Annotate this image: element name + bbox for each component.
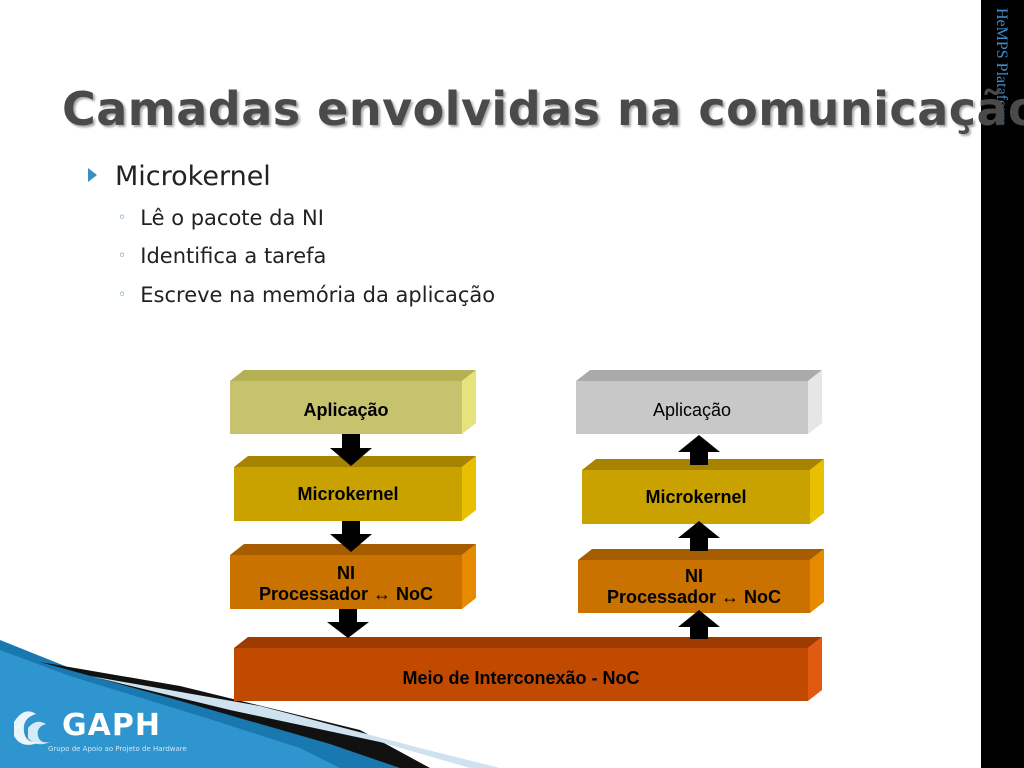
arrow-up-icon bbox=[678, 521, 720, 551]
platform-label: HeMPS Plataform bbox=[993, 8, 1010, 126]
sidebar-bar bbox=[981, 0, 1024, 768]
circle-bullet-icon: ◦ bbox=[118, 287, 127, 303]
left-app-label: Aplicação bbox=[303, 400, 388, 420]
left-microkernel-block: Microkernel bbox=[234, 456, 476, 521]
triangle-bullet-icon bbox=[88, 167, 97, 182]
bullet-sub-2: ◦ Identifica a tarefa bbox=[118, 244, 326, 268]
left-microkernel-label: Microkernel bbox=[297, 484, 398, 504]
right-microkernel-label: Microkernel bbox=[645, 487, 746, 507]
left-app-block: Aplicação bbox=[230, 370, 476, 434]
arrow-down-icon bbox=[327, 609, 369, 638]
slide-title: Camadas envolvidas na comunicação bbox=[62, 82, 1024, 136]
bullet-main: Microkernel bbox=[88, 161, 271, 192]
right-microkernel-block: Microkernel bbox=[582, 459, 824, 524]
right-app-label: Aplicação bbox=[653, 400, 731, 420]
bullet-sub-text: Lê o pacote da NI bbox=[140, 206, 324, 230]
right-ni-block: NI Processador ↔ NoC bbox=[578, 549, 824, 613]
arrow-down-icon bbox=[330, 434, 372, 466]
bullet-sub-text: Escreve na memória da aplicação bbox=[140, 283, 496, 307]
gaph-logo-subtitle: Grupo de Apoio ao Projeto de Hardware bbox=[48, 745, 187, 753]
gaph-logo-text: GAPH bbox=[62, 708, 161, 743]
right-ni-sublabel: Processador ↔ NoC bbox=[607, 587, 781, 607]
decorative-swoosh bbox=[0, 640, 500, 768]
arrow-up-icon bbox=[678, 435, 720, 465]
circle-bullet-icon: ◦ bbox=[118, 248, 127, 264]
left-ni-block: NI Processador ↔ NoC bbox=[230, 544, 476, 609]
right-app-block: Aplicação bbox=[576, 370, 822, 434]
arrow-up-icon bbox=[678, 610, 720, 639]
right-ni-label: NI bbox=[685, 566, 703, 586]
noc-block: Meio de Interconexão - NoC bbox=[234, 637, 822, 701]
bullet-sub-1: ◦ Lê o pacote da NI bbox=[118, 206, 324, 230]
left-ni-label: NI bbox=[337, 563, 355, 583]
bullet-main-text: Microkernel bbox=[115, 161, 271, 192]
bullet-sub-text: Identifica a tarefa bbox=[140, 244, 327, 268]
gaph-logo-icon bbox=[14, 711, 50, 745]
bullet-sub-3: ◦ Escreve na memória da aplicação bbox=[118, 283, 495, 307]
noc-label: Meio de Interconexão - NoC bbox=[402, 668, 639, 688]
left-ni-sublabel: Processador ↔ NoC bbox=[259, 584, 433, 604]
circle-bullet-icon: ◦ bbox=[118, 210, 127, 226]
arrow-down-icon bbox=[330, 521, 372, 552]
